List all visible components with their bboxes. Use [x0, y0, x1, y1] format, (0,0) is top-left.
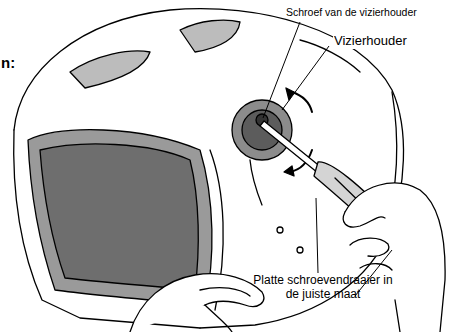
part-label: Vizierhouder [333, 34, 408, 49]
cut-off-label: n: [0, 54, 16, 71]
tool-label: Platte schroevendraaier in de juiste maa… [247, 274, 399, 302]
part-label: Schroef van de vizierhouder [285, 6, 418, 18]
